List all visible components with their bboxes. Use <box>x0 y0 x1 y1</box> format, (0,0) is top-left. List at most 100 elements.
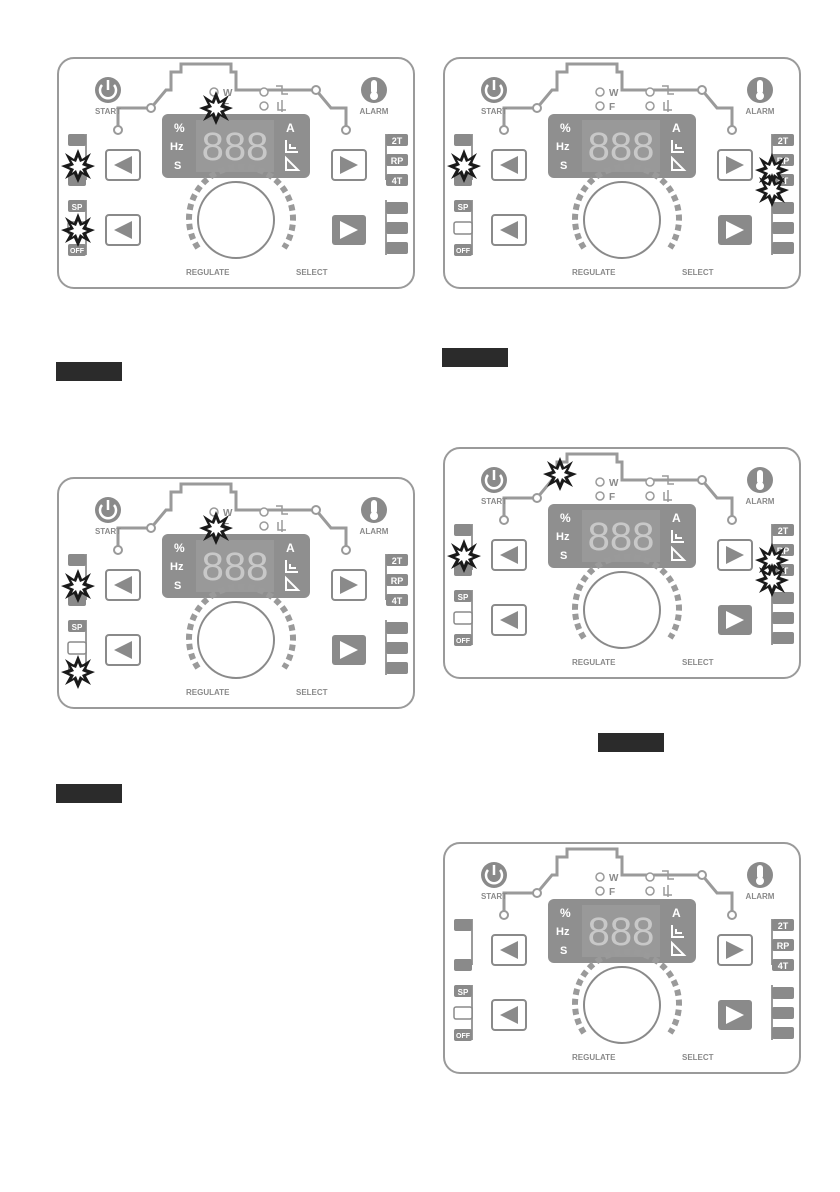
w-indicator-label: W <box>223 508 233 519</box>
start-label: START <box>95 107 121 116</box>
select-label: SELECT <box>296 268 328 277</box>
unit-percent: % <box>560 906 571 920</box>
highlight-burst-w-indicator <box>199 511 233 545</box>
thermometer-icon <box>361 497 387 523</box>
mode-2t: 2T <box>392 556 403 566</box>
unit-percent: % <box>174 121 185 135</box>
unit-hz: Hz <box>170 561 184 573</box>
pulse-sp-label: SP <box>458 203 469 212</box>
pulse-wave-icon <box>453 611 473 625</box>
ramp-icon <box>671 530 684 543</box>
power-icon[interactable] <box>481 77 507 103</box>
select-label: SELECT <box>682 268 714 277</box>
mode-rp: RP <box>391 156 404 166</box>
start-label: START <box>95 527 121 536</box>
ramp-icon <box>671 140 684 153</box>
mode-2t: 2T <box>778 921 789 931</box>
dc-pulse-icon <box>772 612 794 624</box>
pulse-off-label: OFF <box>456 248 471 255</box>
pulse-off-label: OFF <box>70 248 85 255</box>
tig-torch-icon <box>454 134 472 146</box>
power-icon[interactable] <box>481 862 507 888</box>
unit-s: S <box>560 550 567 562</box>
unit-percent: % <box>560 511 571 525</box>
ac-current-icon <box>772 242 794 254</box>
dc-current-icon <box>772 987 794 999</box>
slope-icon <box>285 575 301 591</box>
f-indicator-label: F <box>609 887 615 898</box>
panel-2: START ALARM W F % Hz S 888 A <box>442 50 802 325</box>
dc-current-icon <box>772 592 794 604</box>
regulate-knob[interactable] <box>583 181 661 259</box>
control-panel: START ALARM W F % Hz S 888 A <box>57 57 415 289</box>
control-panel: START ALARM W F % Hz S 888 A <box>443 842 801 1074</box>
select-label: SELECT <box>682 658 714 667</box>
unit-a: A <box>672 511 681 525</box>
regulate-label: REGULATE <box>572 268 616 277</box>
unit-a: A <box>286 541 295 555</box>
digital-display: 888 <box>588 515 655 559</box>
power-icon[interactable] <box>95 497 121 523</box>
start-label: START <box>481 497 507 506</box>
mode-2t: 2T <box>392 136 403 146</box>
control-panel: START ALARM W F % Hz S 888 A <box>443 447 801 679</box>
alarm-label: ALARM <box>746 107 775 116</box>
regulate-label: REGULATE <box>186 688 230 697</box>
regulate-knob[interactable] <box>197 601 275 679</box>
regulate-knob[interactable] <box>583 571 661 649</box>
panel-3: START ALARM W F % Hz S 888 A <box>56 470 416 745</box>
unit-s: S <box>174 580 181 592</box>
unit-percent: % <box>560 121 571 135</box>
ac-current-icon <box>772 1027 794 1039</box>
slope-icon <box>285 155 301 171</box>
f-indicator-label: F <box>609 492 615 503</box>
dc-pulse-icon <box>386 222 408 234</box>
mode-2t: 2T <box>778 526 789 536</box>
unit-hz: Hz <box>556 141 570 153</box>
trigger-icon <box>662 85 674 112</box>
control-panel: START ALARM W F % Hz S 888 A <box>57 477 415 709</box>
digital-display: 888 <box>202 545 269 589</box>
highlight-burst-arc-weld-mode <box>61 149 95 183</box>
trigger-icon <box>662 475 674 502</box>
regulate-label: REGULATE <box>186 268 230 277</box>
mode-2t: 2T <box>778 136 789 146</box>
regulate-knob[interactable] <box>197 181 275 259</box>
highlight-burst-top-left-indicator <box>543 457 577 491</box>
dc-current-icon <box>772 202 794 214</box>
pulse-wave-icon <box>453 221 473 235</box>
f-indicator-label: F <box>609 102 615 113</box>
trigger-icon <box>662 870 674 897</box>
ramp-icon <box>285 560 298 573</box>
thermometer-icon <box>747 467 773 493</box>
highlight-burst-w-indicator <box>199 91 233 125</box>
pulse-wave-icon <box>453 1006 473 1020</box>
highlight-burst-mode-4t <box>755 173 789 207</box>
highlight-burst-pulse-sp <box>61 213 95 247</box>
slope-icon <box>671 940 687 956</box>
unit-s: S <box>174 160 181 172</box>
power-icon[interactable] <box>481 467 507 493</box>
tig-torch-icon <box>454 919 472 931</box>
unit-hz: Hz <box>556 531 570 543</box>
ac-current-icon <box>772 632 794 644</box>
w-indicator-label: W <box>609 873 619 884</box>
tig-torch-icon <box>68 554 86 566</box>
w-indicator-label: W <box>223 88 233 99</box>
label-box-4 <box>598 733 664 752</box>
digital-display: 888 <box>588 910 655 954</box>
highlight-burst-arc-weld-mode <box>447 149 481 183</box>
digital-display: 888 <box>588 125 655 169</box>
power-icon[interactable] <box>95 77 121 103</box>
alarm-label: ALARM <box>360 107 389 116</box>
mode-4t: 4T <box>778 961 789 971</box>
panel-4: START ALARM W F % Hz S 888 A <box>442 440 802 715</box>
unit-hz: Hz <box>556 926 570 938</box>
mode-rp: RP <box>391 576 404 586</box>
digital-display: 888 <box>202 125 269 169</box>
tig-torch-icon <box>68 134 86 146</box>
unit-s: S <box>560 160 567 172</box>
alarm-label: ALARM <box>360 527 389 536</box>
regulate-knob[interactable] <box>583 966 661 1044</box>
highlight-burst-arc-weld-mode <box>447 539 481 573</box>
